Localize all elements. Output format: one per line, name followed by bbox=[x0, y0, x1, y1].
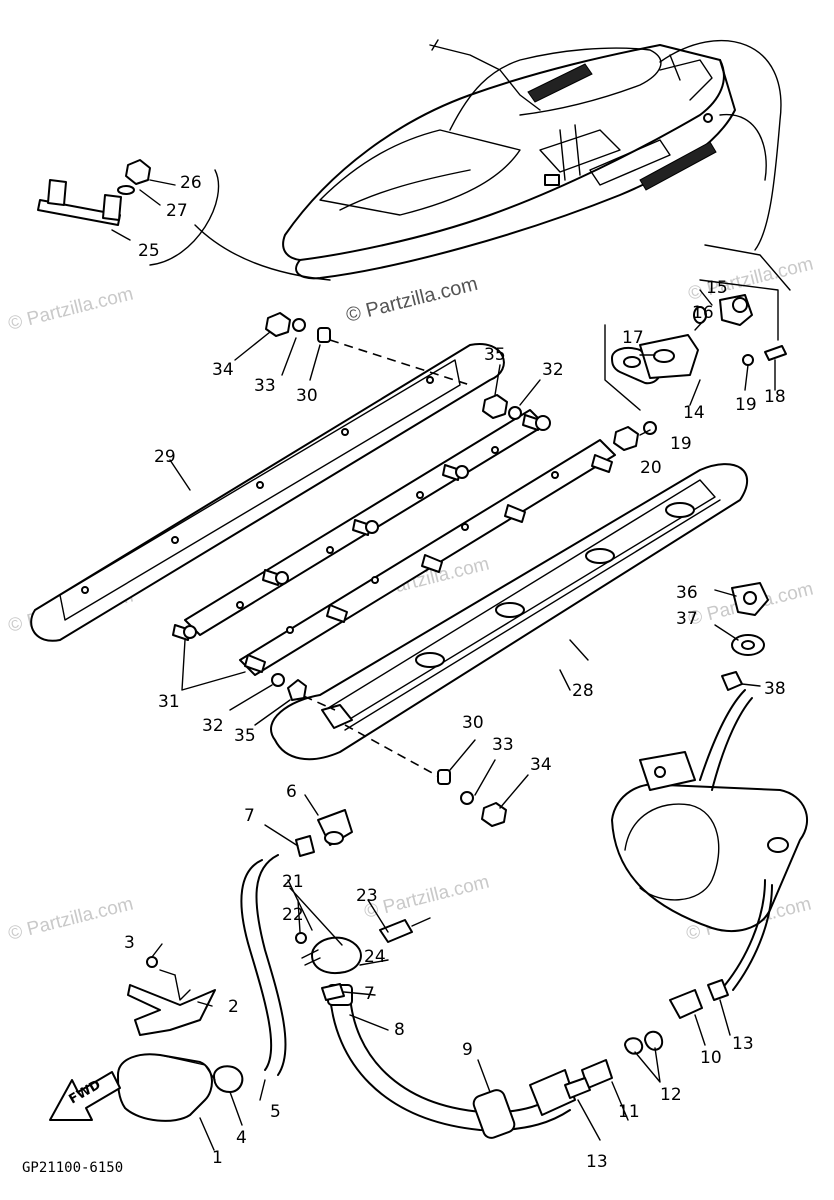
fasteners bbox=[265, 312, 657, 827]
callout-30: 30 bbox=[462, 713, 484, 733]
alignment-line bbox=[329, 339, 471, 386]
callout-34: 34 bbox=[530, 755, 552, 775]
callout-15: 15 bbox=[706, 278, 728, 298]
callout-13: 13 bbox=[586, 1152, 608, 1172]
callout-33: 33 bbox=[492, 735, 514, 755]
callout-19: 19 bbox=[735, 395, 757, 415]
exhaust-housing bbox=[611, 689, 809, 991]
watermark-text: © Partzilla.com bbox=[344, 273, 480, 327]
watermark-text: © Partzilla.com bbox=[6, 284, 135, 335]
callout-10: 10 bbox=[700, 1048, 722, 1068]
callout-32: 32 bbox=[542, 360, 564, 380]
callout-5: 5 bbox=[270, 1102, 281, 1122]
bolt-31 bbox=[172, 414, 613, 673]
callout-9: 9 bbox=[462, 1040, 473, 1060]
callout-21: 21 bbox=[282, 872, 304, 892]
callout-34: 34 bbox=[212, 360, 234, 380]
bracket-assembly-25 bbox=[37, 159, 220, 266]
callout-2: 2 bbox=[228, 997, 239, 1017]
callout-26: 26 bbox=[180, 173, 202, 193]
callout-11: 11 bbox=[618, 1102, 640, 1122]
callout-37: 37 bbox=[676, 609, 698, 629]
callout-23: 23 bbox=[356, 886, 378, 906]
callout-28: 28 bbox=[572, 681, 594, 701]
callout-3: 3 bbox=[124, 933, 135, 953]
callout-1: 1 bbox=[212, 1148, 223, 1168]
watercraft-hull-illustration bbox=[282, 39, 736, 280]
callout-8: 8 bbox=[394, 1020, 405, 1040]
callout-22: 22 bbox=[282, 905, 304, 925]
callout-16: 16 bbox=[692, 303, 714, 323]
diagram-code: GP21100-6150 bbox=[22, 1160, 123, 1176]
bracket-assembly-1 bbox=[117, 956, 216, 1122]
callout-35: 35 bbox=[484, 345, 506, 365]
leader-lines bbox=[111, 179, 776, 1151]
callout-32: 32 bbox=[202, 716, 224, 736]
callout-7: 7 bbox=[364, 984, 375, 1004]
callout-4: 4 bbox=[236, 1128, 247, 1148]
mounting-strip bbox=[172, 409, 616, 676]
forward-arrow-icon: FWD bbox=[49, 1071, 121, 1121]
callout-36: 36 bbox=[676, 583, 698, 603]
callout-38: 38 bbox=[764, 679, 786, 699]
leader-arrow bbox=[194, 224, 331, 281]
alignment-line bbox=[344, 724, 446, 781]
callout-35: 35 bbox=[234, 726, 256, 746]
callout-13: 13 bbox=[732, 1034, 754, 1054]
leader-arrow bbox=[659, 40, 782, 251]
cover-assembly-14 bbox=[604, 244, 791, 411]
callout-24: 24 bbox=[364, 947, 386, 967]
leader-arrow bbox=[719, 114, 767, 181]
callout-17: 17 bbox=[622, 328, 644, 348]
clamp-assembly-21 bbox=[289, 887, 431, 1001]
callout-33: 33 bbox=[254, 376, 276, 396]
callout-19: 19 bbox=[670, 434, 692, 454]
callout-31: 31 bbox=[158, 692, 180, 712]
callout-27: 27 bbox=[166, 201, 188, 221]
rail-29 bbox=[30, 343, 505, 642]
drain-plug-36 bbox=[721, 582, 769, 691]
rail-28 bbox=[270, 463, 749, 761]
callout-12: 12 bbox=[660, 1085, 682, 1105]
callout-7: 7 bbox=[244, 806, 255, 826]
watermark-text: © Partzilla.com bbox=[362, 872, 491, 923]
callout-30: 30 bbox=[296, 386, 318, 406]
callout-18: 18 bbox=[764, 387, 786, 407]
hose-assembly bbox=[213, 809, 729, 1139]
callout-14: 14 bbox=[683, 403, 705, 423]
watermark-text: © Partzilla.com bbox=[6, 894, 135, 945]
callout-6: 6 bbox=[286, 782, 297, 802]
callout-29: 29 bbox=[154, 447, 176, 467]
callout-25: 25 bbox=[138, 241, 160, 261]
callout-20: 20 bbox=[640, 458, 662, 478]
callout-labels: 1 2 3 4 5 6 7 7 8 9 10 11 12 13 13 14 15… bbox=[124, 173, 786, 1172]
